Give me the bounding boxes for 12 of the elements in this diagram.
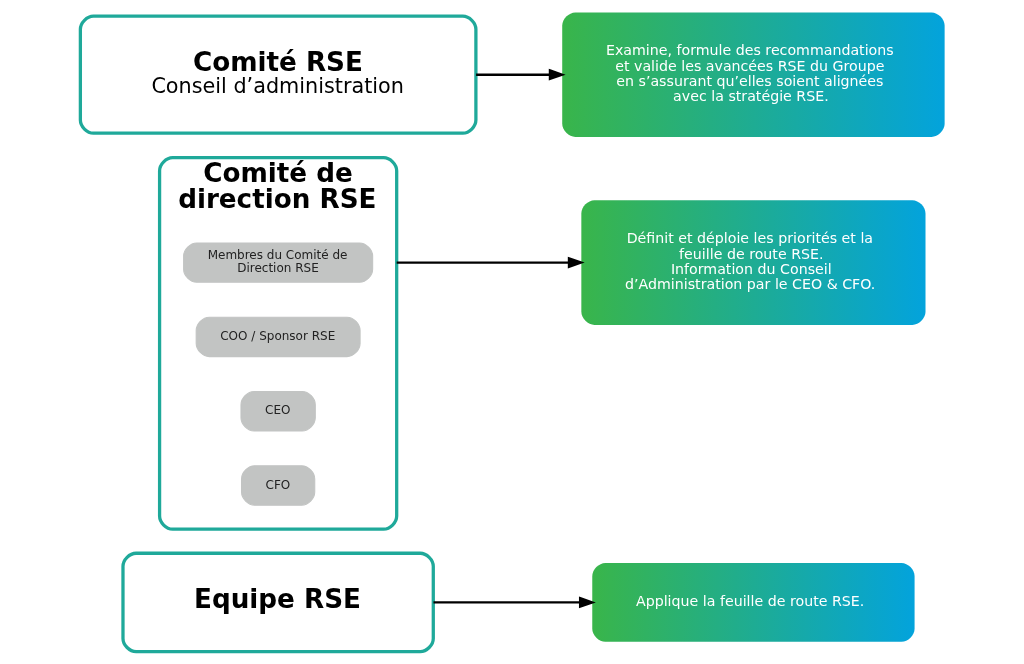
node-box: Comité RSE Conseil d’administration <box>78 14 478 135</box>
arrow <box>433 596 596 609</box>
arrow <box>396 256 585 269</box>
node-box: COO / Sponsor RSE <box>195 316 361 358</box>
node-box: Définit et déploie les priorités et la feuille de route RSE. Information du Conseil d’Administration par le CEO & CFO. <box>580 200 925 325</box>
node-box: CFO <box>240 465 315 506</box>
node-box: Membres du Comité de Direction RSE <box>182 242 373 283</box>
node-box: CEO <box>239 391 316 432</box>
node-box: Equipe RSE <box>120 551 435 654</box>
arrow <box>475 68 566 81</box>
node-box: Examine, formule des recommandations et valide les avancées RSE du Groupe en s’assurant qu’elles soient alignées avec la stratégie RSE. <box>561 12 945 137</box>
node-box: Applique la feuille de route RSE. <box>591 563 915 642</box>
